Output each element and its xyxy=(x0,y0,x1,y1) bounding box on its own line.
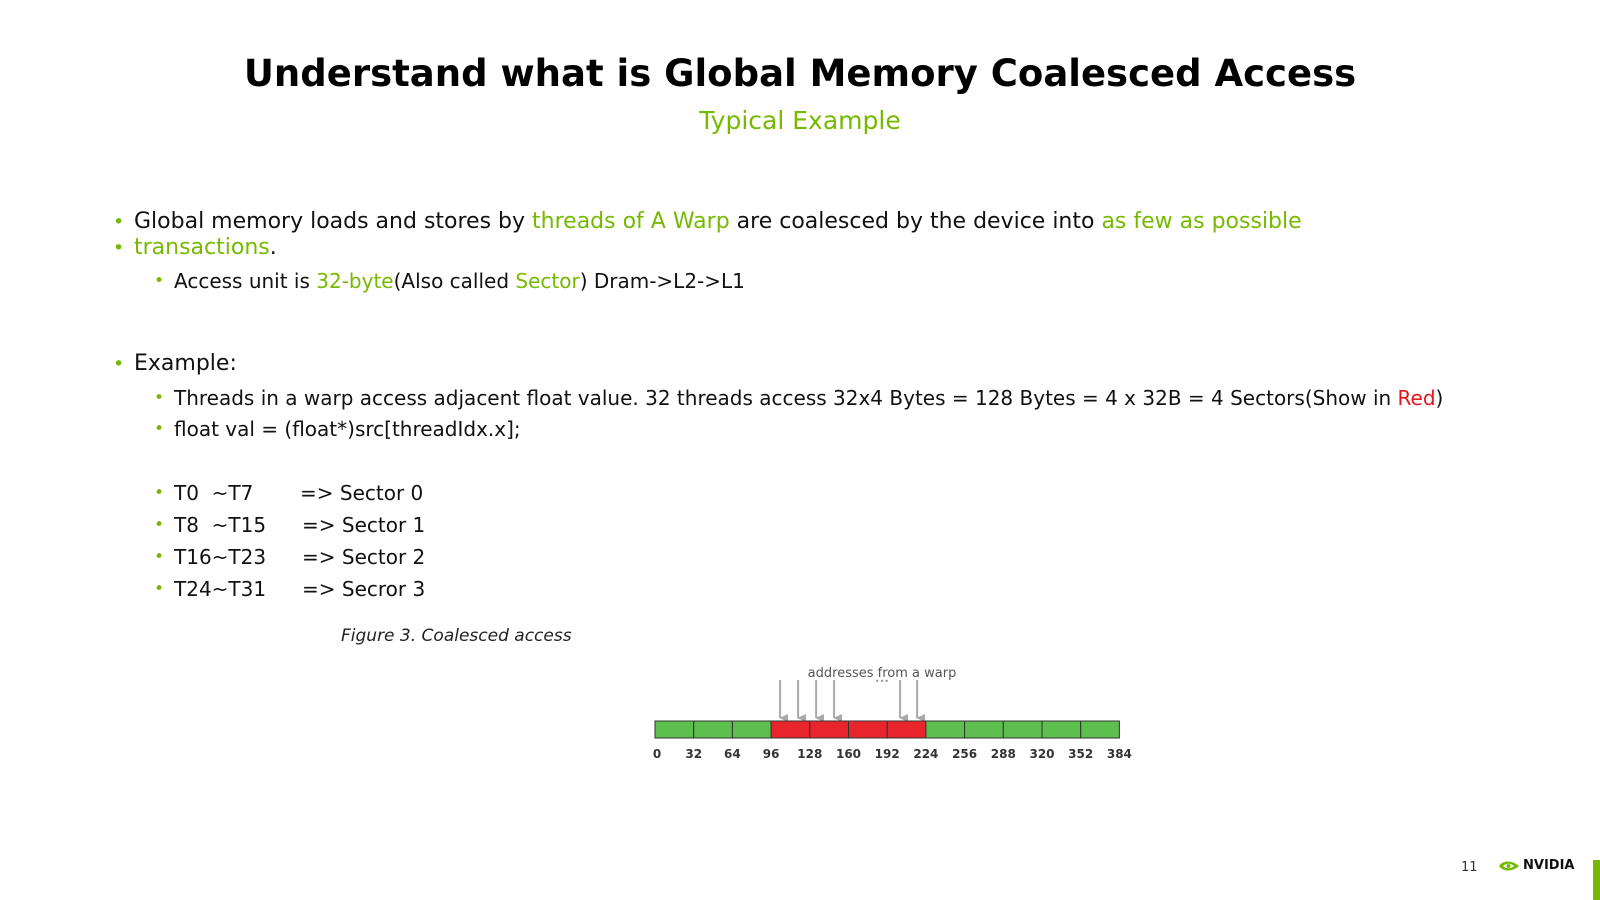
memory-segment xyxy=(731,720,772,739)
sub-bullet-threads: Threads in a warp access adjacent float … xyxy=(154,385,1444,411)
mapping-item: T8 ~T15 => Sector 1 xyxy=(154,512,426,538)
logo-wordmark: NVIDIA xyxy=(1523,858,1575,873)
address-tick-label: 320 xyxy=(1029,747,1054,761)
bullet-text: Global memory loads and stores by xyxy=(134,209,533,234)
bullet-text: (Also called xyxy=(393,269,516,293)
address-tick-label: 256 xyxy=(952,747,977,761)
bullet-text: ) xyxy=(1435,386,1444,410)
nvidia-eye-icon xyxy=(1499,861,1519,870)
mapping-sector: => Sector 0 xyxy=(300,481,424,505)
mapping-item: T16~T23 => Sector 2 xyxy=(154,544,426,570)
bullet-coalescing-continued: transactions. xyxy=(113,235,277,261)
address-ticks: 0 32 64 96 128 160 192 224 256 288 320 352 384 xyxy=(653,747,1132,761)
figure-ellipsis: ••• xyxy=(875,677,889,686)
arrow-group xyxy=(779,680,926,722)
coalesced-access-figure: addresses from a warp ••• 0 32 64 96 128 160 1… xyxy=(653,666,1132,761)
slide-title: Understand what is Global Memory Coalesc… xyxy=(243,52,1357,95)
highlight-transactions: transactions xyxy=(134,235,270,260)
green-edge-bar xyxy=(1593,860,1600,900)
sub-bullet-access-unit: Access unit is 32-byte(Also called Secto… xyxy=(154,268,745,294)
mapping-item: T24~T31 => Secror 3 xyxy=(154,576,426,602)
sub-bullet-code: float val = (float*)src[threadIdx.x]; xyxy=(154,416,521,442)
memory-segment xyxy=(693,720,733,739)
mapping-item: T0 ~T7 => Sector 0 xyxy=(154,480,424,506)
address-tick-label: 128 xyxy=(797,747,822,761)
memory-segment-accessed xyxy=(770,720,811,739)
memory-segment-accessed xyxy=(848,720,888,739)
mapping-sector: => Sector 2 xyxy=(302,545,426,569)
bullet-text: are coalesced by the device into xyxy=(729,209,1102,234)
address-tick-label: 224 xyxy=(913,747,938,761)
address-tick-label: 288 xyxy=(991,747,1016,761)
memory-segment-accessed xyxy=(809,720,850,739)
highlight-sector: Sector xyxy=(515,269,580,293)
memory-segment xyxy=(1080,720,1120,739)
memory-segment xyxy=(1002,720,1043,739)
mapping-sector: => Sector 1 xyxy=(302,513,426,537)
bullet-text: Threads in a warp access adjacent float … xyxy=(174,386,1398,410)
mapping-threads: T0 ~T7 xyxy=(174,481,254,505)
address-tick-label: 64 xyxy=(724,747,741,761)
memory-segment xyxy=(654,720,695,739)
address-tick-label: 192 xyxy=(875,747,900,761)
page-number: 11 xyxy=(1461,860,1478,875)
memory-segment xyxy=(964,720,1004,739)
figure-caption: Figure 3. Coalesced access xyxy=(341,626,572,646)
slide-subtitle: Typical Example xyxy=(699,106,901,135)
memory-segment xyxy=(925,720,966,739)
address-tick-label: 96 xyxy=(763,747,780,761)
address-tick-label: 352 xyxy=(1068,747,1093,761)
mapping-threads: T24~T31 xyxy=(174,577,267,601)
highlight-32byte: 32-byte xyxy=(316,269,394,293)
mapping-sector: => Secror 3 xyxy=(302,577,426,601)
address-tick-label: 32 xyxy=(685,747,702,761)
highlight-red: Red xyxy=(1397,386,1436,410)
bullet-coalescing: Global memory loads and stores by thread… xyxy=(113,209,1302,235)
address-tick-label: 0 xyxy=(653,747,661,761)
bullet-example: Example: xyxy=(113,351,237,377)
bullet-text: ) Dram->L2->L1 xyxy=(579,269,745,293)
mapping-threads: T8 ~T15 xyxy=(174,513,267,537)
highlight-threads: threads of A Warp xyxy=(532,209,730,234)
memory-segment xyxy=(1041,720,1082,739)
address-tick-label: 384 xyxy=(1107,747,1132,761)
address-tick-label: 160 xyxy=(836,747,861,761)
mapping-threads: T16~T23 xyxy=(174,545,267,569)
bullet-text: . xyxy=(269,235,277,260)
nvidia-logo: NVIDIA xyxy=(1498,858,1574,873)
bullet-text: Access unit is xyxy=(174,269,317,293)
figure-label: addresses from a warp xyxy=(808,666,957,681)
memory-segment-accessed xyxy=(886,720,927,739)
highlight-few: as few as possible xyxy=(1101,209,1302,234)
memory-segments xyxy=(654,720,1120,739)
